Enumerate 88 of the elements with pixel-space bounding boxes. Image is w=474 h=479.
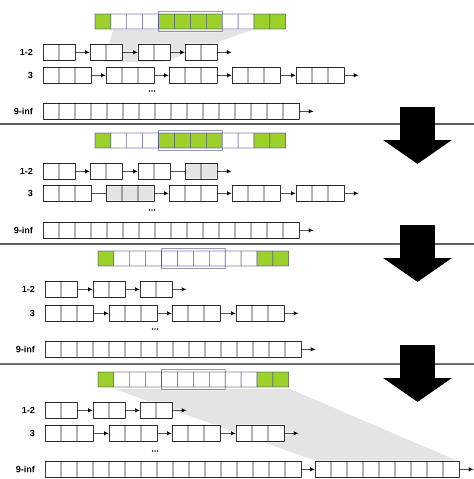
block-box [43, 222, 300, 239]
block-box [45, 280, 78, 298]
block-box [45, 304, 94, 322]
row-label: 9-inf [14, 108, 33, 114]
block-box [43, 102, 300, 120]
arrow [217, 191, 232, 196]
block-box [106, 66, 155, 84]
arrow [299, 109, 313, 114]
block-box [90, 162, 123, 180]
row-label: 3 [30, 310, 34, 316]
block-box [185, 44, 218, 61]
arrow [299, 228, 313, 232]
arrow [284, 431, 298, 436]
block-box [138, 162, 171, 180]
block-box [106, 184, 155, 202]
arrow [301, 467, 314, 472]
arrow [122, 50, 138, 54]
arrow [93, 431, 108, 436]
arrow [217, 169, 231, 174]
block-box [236, 424, 285, 442]
arrow [157, 431, 172, 436]
block-box [93, 280, 126, 298]
ellipsis: ... [152, 450, 158, 452]
arrow [125, 287, 140, 292]
block-box [232, 184, 281, 202]
block-box [43, 162, 76, 180]
block-box [43, 44, 76, 61]
ellipsis: ... [148, 209, 156, 211]
arrow [170, 50, 184, 54]
block-box [296, 184, 345, 202]
block-box [90, 44, 123, 61]
block-box [109, 304, 158, 322]
arrow [344, 191, 358, 196]
arrow [75, 50, 90, 54]
block-box [236, 304, 285, 322]
arrow [172, 408, 186, 412]
block-box [296, 66, 345, 84]
block-box [140, 402, 173, 419]
block-box [232, 66, 281, 84]
arrow [125, 408, 140, 412]
arrow [344, 73, 358, 78]
block-box [45, 460, 302, 478]
row-label: 1-2 [20, 48, 32, 56]
arrow [284, 311, 298, 316]
block-box [172, 424, 221, 442]
arrow [220, 431, 236, 436]
block-box [43, 66, 92, 84]
block-box [109, 424, 158, 442]
arrow [75, 169, 90, 174]
row-label: 1-2 [20, 168, 32, 174]
row-label: 3 [28, 190, 32, 196]
row-label: 1-2 [22, 286, 34, 292]
row-label: 9-inf [16, 346, 35, 352]
arrow [93, 311, 108, 316]
arrow [280, 191, 296, 196]
block-box [43, 184, 92, 202]
block-box [138, 44, 171, 61]
block-box [45, 424, 94, 442]
block-box [93, 402, 126, 419]
block-box [45, 340, 302, 358]
arrow [91, 73, 106, 78]
row-label: 3 [28, 72, 32, 78]
block-box [140, 280, 173, 298]
ellipsis: ... [152, 328, 158, 330]
arrow [77, 287, 92, 292]
arrow [217, 50, 231, 54]
arrow [301, 347, 315, 352]
block-box [169, 184, 218, 202]
ellipsis: ... [148, 90, 156, 92]
arrow [122, 169, 138, 174]
arrow [459, 467, 473, 472]
row-label: 9-inf [16, 466, 35, 472]
arrow [154, 73, 168, 78]
block-box [172, 304, 221, 322]
arrow [217, 73, 232, 78]
block-box [169, 66, 218, 84]
arrow [220, 311, 236, 316]
row-label: 3 [30, 430, 34, 436]
arrow [172, 287, 186, 292]
arrow [280, 73, 296, 78]
block-box [45, 402, 78, 419]
block-box [315, 460, 460, 478]
arrow [154, 191, 168, 196]
block-box [185, 162, 218, 180]
arrow [77, 408, 92, 412]
arrow [157, 311, 172, 316]
row-label: 9-inf [14, 226, 33, 234]
row-label: 1-2 [22, 406, 34, 414]
